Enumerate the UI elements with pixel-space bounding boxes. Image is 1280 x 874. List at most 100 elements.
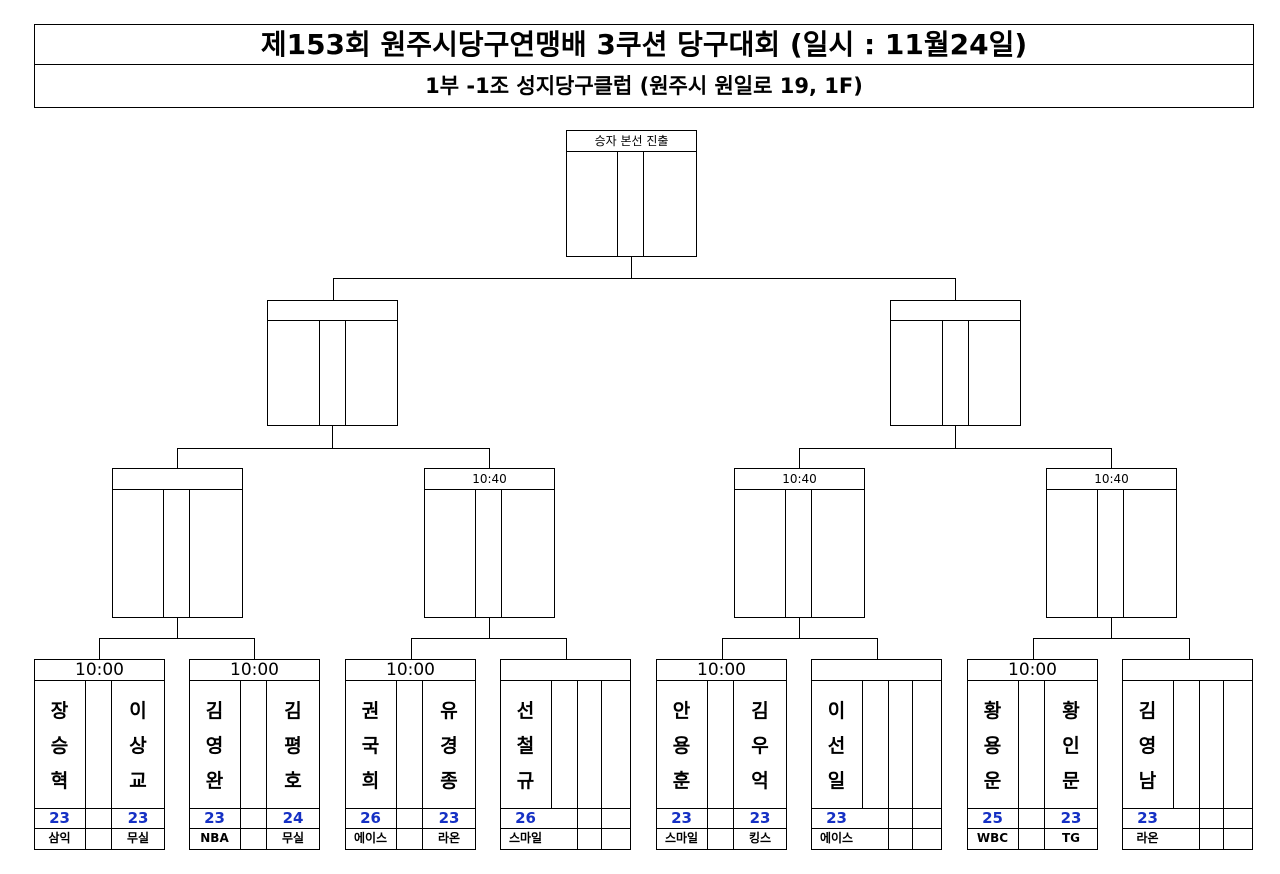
page-title: 제153회 원주시당구연맹배 3쿠션 당구대회 (일시 : 11월24일) — [34, 24, 1254, 65]
quarterfinal-box-4 — [1046, 468, 1177, 618]
player-score: 23 — [1060, 809, 1082, 827]
bracket-connector — [500, 808, 631, 809]
player-club: NBA — [200, 831, 229, 845]
bracket-connector — [333, 278, 956, 279]
bracket-connector — [955, 278, 956, 301]
bracket-connector — [1199, 680, 1200, 850]
bracket-connector — [912, 680, 913, 850]
bracket-connector — [942, 320, 943, 426]
bracket-connector — [799, 618, 800, 639]
player-score: 23 — [204, 809, 225, 827]
bracket-connector — [811, 808, 942, 809]
bracket-connector — [189, 828, 320, 829]
player-club: 라온 — [437, 831, 461, 845]
bracket-connector — [656, 828, 787, 829]
quarterfinal-box-4-label: 10:40 — [1094, 472, 1129, 486]
player-score: 23 — [826, 809, 847, 827]
bracket-connector — [332, 426, 333, 449]
bracket-connector — [877, 638, 878, 660]
bracket-connector — [799, 448, 800, 469]
bracket-connector — [734, 489, 865, 490]
bracket-connector — [811, 489, 812, 618]
match-box-1 — [34, 659, 165, 850]
bracket-connector — [707, 680, 708, 850]
player-score: 26 — [360, 809, 381, 827]
bracket-connector — [1111, 618, 1112, 639]
bracket-connector — [1223, 680, 1224, 850]
bracket-connector — [811, 680, 942, 681]
bracket-connector — [890, 320, 1021, 321]
bracket-connector — [967, 828, 1098, 829]
match-box-3-time: 10:00 — [386, 660, 435, 680]
bracket-connector — [254, 638, 255, 660]
bracket-connector — [1122, 808, 1253, 809]
player-score: 24 — [282, 809, 304, 827]
match-box-2 — [189, 659, 320, 850]
player-club: 에이스 — [353, 831, 388, 845]
bracket-connector — [411, 638, 567, 639]
semifinal-box-right — [890, 300, 1021, 426]
match-box-1-time: 10:00 — [75, 660, 124, 680]
bracket-connector — [189, 808, 320, 809]
bracket-connector — [34, 828, 165, 829]
bracket-connector — [34, 808, 165, 809]
bracket-connector — [811, 828, 942, 829]
bracket-connector — [99, 638, 100, 660]
bracket-connector — [577, 680, 578, 850]
bracket-connector — [656, 680, 787, 681]
bracket-connector — [489, 448, 490, 469]
player-club: 스마일 — [664, 831, 699, 845]
bracket-connector — [1018, 680, 1019, 850]
bracket-connector — [643, 151, 644, 257]
bracket-connector — [345, 680, 476, 681]
quarterfinal-box-3-label: 10:40 — [782, 472, 817, 486]
bracket-connector — [422, 680, 423, 850]
bracket-connector — [396, 680, 397, 850]
bracket-connector — [722, 638, 723, 660]
bracket-connector — [1046, 489, 1177, 490]
bracket-connector — [1044, 680, 1045, 850]
match-box-4 — [500, 659, 631, 850]
bracket-connector — [785, 489, 786, 618]
player-club: 에이스 — [819, 831, 854, 845]
bracket-connector — [1122, 828, 1253, 829]
player-score: 25 — [982, 809, 1003, 827]
bracket-connector — [163, 489, 164, 618]
player-club: 무실 — [281, 831, 305, 845]
bracket-connector — [566, 638, 567, 660]
player-club: 삼익 — [48, 831, 71, 845]
bracket-connector — [888, 680, 889, 850]
bracket-connector — [967, 808, 1098, 809]
player-club: 킹스 — [748, 831, 772, 845]
player-score: 23 — [749, 809, 771, 827]
bracket-connector — [733, 680, 734, 850]
bracket-connector — [500, 828, 631, 829]
bracket-connector — [333, 278, 334, 301]
bracket-connector — [319, 320, 320, 426]
bracket-connector — [85, 680, 86, 850]
player-club: WBC — [976, 831, 1009, 845]
player-club: 라온 — [1136, 831, 1159, 845]
bracket-connector — [112, 489, 243, 490]
match-box-5-time: 10:00 — [697, 660, 746, 680]
semifinal-box-left — [267, 300, 398, 426]
bracket-connector — [177, 618, 178, 639]
bracket-connector — [424, 489, 555, 490]
bracket-connector — [601, 680, 602, 850]
bracket-connector — [189, 680, 320, 681]
match-box-2-time: 10:00 — [230, 660, 279, 680]
player-club: TG — [1061, 831, 1081, 845]
player-score: 23 — [438, 809, 460, 827]
bracket-connector — [1122, 680, 1253, 681]
match-box-6 — [811, 659, 942, 850]
bracket-connector — [566, 151, 697, 152]
player-score: 23 — [671, 809, 692, 827]
quarterfinal-box-2-label: 10:40 — [472, 472, 507, 486]
